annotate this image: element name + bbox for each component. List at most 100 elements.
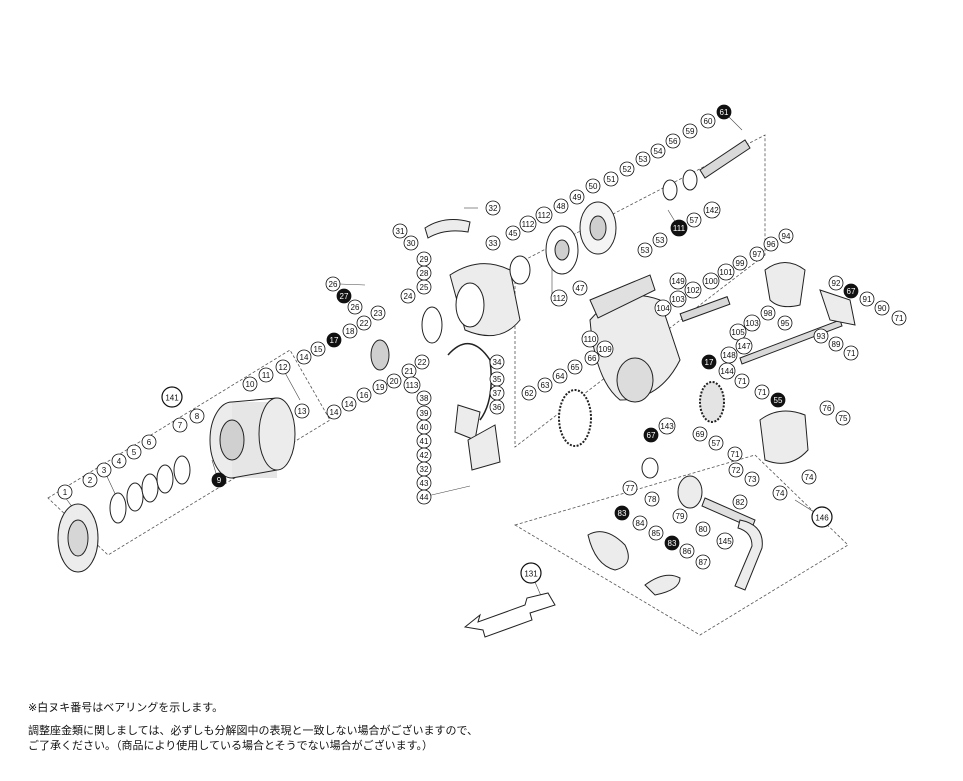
oscillation-shaft-shape — [679, 296, 731, 322]
part-105-label: 105 — [731, 328, 745, 337]
part-55-marker — [770, 392, 786, 408]
part-90-label: 90 — [878, 304, 887, 313]
part-91-label: 91 — [863, 295, 872, 304]
part-78-label: 78 — [648, 495, 657, 504]
part-53-label: 53 — [656, 236, 665, 245]
part-73-label: 73 — [748, 475, 757, 484]
part-3-label: 3 — [102, 466, 107, 475]
part-147-marker — [735, 337, 753, 355]
part-24-marker — [400, 288, 416, 304]
part-93-label: 93 — [817, 332, 826, 341]
body-assembly-outline — [514, 134, 766, 448]
part-77-label: 77 — [626, 484, 635, 493]
part-87-marker — [695, 554, 711, 570]
part-83-marker — [614, 505, 630, 521]
part-25-label: 25 — [420, 283, 429, 292]
part-104-label: 104 — [656, 304, 670, 313]
part-71-marker — [891, 310, 907, 326]
part-8-label: 8 — [195, 412, 200, 421]
part-8-marker — [189, 408, 205, 424]
part-33-label: 33 — [489, 239, 498, 248]
part-32-label: 32 — [420, 465, 429, 474]
part-65-marker — [567, 359, 583, 375]
part-49-label: 49 — [573, 193, 582, 202]
part-53-marker — [652, 232, 668, 248]
part-14-marker — [326, 404, 342, 420]
part-87-label: 87 — [699, 558, 708, 567]
part-92-marker — [828, 275, 844, 291]
part-72-marker — [728, 462, 744, 478]
part-44-marker — [416, 489, 432, 505]
part-56-label: 56 — [669, 137, 678, 146]
part-149-marker — [669, 272, 687, 290]
part-12-label: 12 — [279, 363, 288, 372]
part-78-marker — [644, 491, 660, 507]
part-61-label: 61 — [720, 108, 729, 117]
part-48-label: 48 — [557, 202, 566, 211]
part-89-marker — [828, 336, 844, 352]
part-71-label: 71 — [847, 349, 856, 358]
part-143-label: 143 — [660, 422, 674, 431]
part-5-marker — [126, 444, 142, 460]
part-61-marker — [716, 104, 732, 120]
part-50-label: 50 — [589, 182, 598, 191]
part-71-marker — [843, 345, 859, 361]
part-69-marker — [692, 426, 708, 442]
part-94-marker — [778, 228, 794, 244]
part-64-label: 64 — [556, 372, 565, 381]
part-7-label: 7 — [178, 421, 183, 430]
part-67-marker — [843, 283, 859, 299]
part-102-label: 102 — [686, 286, 700, 295]
part-83-label: 83 — [618, 509, 627, 518]
part-16-label: 16 — [360, 391, 369, 400]
part-47-marker — [572, 280, 588, 296]
part-99-marker — [732, 255, 748, 271]
part-22-marker — [414, 354, 430, 370]
part-27-label: 27 — [340, 292, 349, 301]
part-43-label: 43 — [420, 479, 429, 488]
part-11-marker — [258, 367, 274, 383]
handle-collar-shape — [677, 475, 703, 509]
part-84-label: 84 — [636, 519, 645, 528]
part-52-marker — [619, 161, 635, 177]
part-40-label: 40 — [420, 423, 429, 432]
part-6-marker — [141, 434, 157, 450]
part-75-marker — [835, 410, 851, 426]
part-148-label: 148 — [722, 351, 736, 360]
part-51-label: 51 — [607, 175, 616, 184]
part-2-marker — [82, 472, 98, 488]
part-71-label: 71 — [731, 450, 740, 459]
part-31-marker — [392, 223, 408, 239]
washer-note-line1: 調整座金類に関しましては、必ずしも分解図中の表現と一致しない場合がございますので… — [28, 724, 479, 737]
part-17-label: 17 — [705, 358, 714, 367]
part-60-marker — [700, 113, 716, 129]
part-6-label: 6 — [147, 438, 152, 447]
drive-gear-shape — [558, 389, 592, 447]
part-101-marker — [717, 263, 735, 281]
part-14-label: 14 — [345, 400, 354, 409]
part-112-marker — [519, 215, 537, 233]
part-71-label: 71 — [738, 377, 747, 386]
part-21-label: 21 — [405, 367, 414, 376]
part-30-marker — [403, 235, 419, 251]
part-26-marker — [325, 276, 341, 292]
part-42-label: 42 — [420, 451, 429, 460]
part-30-label: 30 — [407, 239, 416, 248]
part-38-marker — [416, 390, 432, 406]
assembly-141-marker — [161, 386, 183, 408]
part-62-label: 62 — [525, 389, 534, 398]
part-35-label: 35 — [493, 375, 502, 384]
part-47-label: 47 — [576, 284, 585, 293]
part-112-label: 112 — [538, 211, 551, 220]
part-7-marker — [172, 417, 188, 433]
part-24-label: 24 — [404, 292, 413, 301]
part-48-marker — [553, 198, 569, 214]
assembly-146-label: 146 — [815, 514, 829, 523]
part-53-label: 53 — [639, 155, 648, 164]
part-112-label: 112 — [522, 220, 535, 229]
part-14-label: 14 — [300, 353, 309, 362]
part-72-label: 72 — [732, 466, 741, 475]
assembly-outlines — [47, 134, 849, 636]
exploded-parts-diagram: 1234567891011121314141415161718192021222… — [47, 104, 907, 638]
part-96-label: 96 — [767, 240, 776, 249]
